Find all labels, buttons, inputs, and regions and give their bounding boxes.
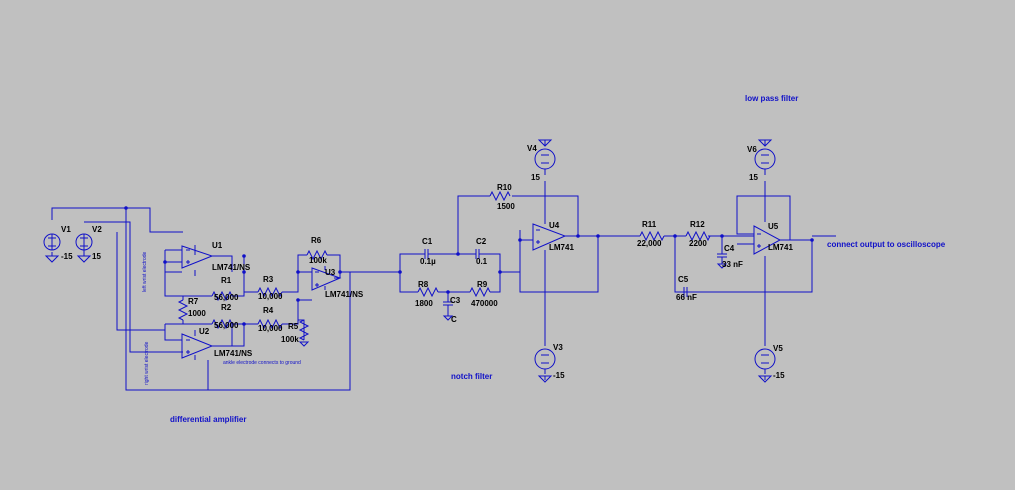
V6-label: V6 xyxy=(747,145,757,154)
resistor-R11[interactable]: R11 22,000 xyxy=(637,220,665,248)
R6-label: R6 xyxy=(311,236,322,245)
R1-label: R1 xyxy=(221,276,232,285)
C5-value: 66 nF xyxy=(676,293,697,302)
R8-value: 1800 xyxy=(415,299,433,308)
C2-label: C2 xyxy=(476,237,487,246)
source-V5[interactable]: V5 -15 xyxy=(754,344,785,383)
resistor-R3[interactable]: R3 10,000 xyxy=(257,275,283,301)
V2-label: V2 xyxy=(92,225,102,234)
left-wrist-note: left wrist electrode xyxy=(142,251,148,292)
U5-label: U5 xyxy=(768,222,779,231)
resistor-R2[interactable]: R2 56,000 xyxy=(211,303,239,330)
C4-label: C4 xyxy=(724,244,735,253)
V4-label: V4 xyxy=(527,144,537,153)
output-note: connect output to oscilloscope xyxy=(827,240,946,249)
V4-value: 15 xyxy=(531,173,540,182)
resistor-R4[interactable]: R4 10,000 xyxy=(257,306,283,333)
differential-amplifier-note: differential amplifier xyxy=(170,415,246,424)
C4-value: 33 nF xyxy=(722,260,743,269)
R9-label: R9 xyxy=(477,280,488,289)
capacitor-C1[interactable]: C1 0.1µ xyxy=(420,237,436,266)
resistor-R7[interactable]: R7 1000 xyxy=(177,297,206,321)
C5-label: C5 xyxy=(678,275,689,284)
V1-value: -15 xyxy=(61,252,73,261)
capacitor-C2[interactable]: C2 0.1 xyxy=(472,237,488,266)
C3-label: C3 xyxy=(450,296,461,305)
low-pass-filter-note: low pass filter xyxy=(745,94,798,103)
right-wrist-note: right wrist electrode xyxy=(144,341,150,385)
R12-label: R12 xyxy=(690,220,705,229)
C3-value: C xyxy=(451,315,457,324)
opamp-U5[interactable]: U5 LM741 xyxy=(753,222,793,255)
R4-label: R4 xyxy=(263,306,274,315)
C1-label: C1 xyxy=(422,237,433,246)
source-V3[interactable]: V3 -15 xyxy=(534,343,565,383)
R3-value: 10,000 xyxy=(258,292,283,301)
R10-label: R10 xyxy=(497,183,512,192)
wires xyxy=(51,140,836,391)
R3-label: R3 xyxy=(263,275,274,284)
source-V4[interactable]: V4 15 xyxy=(527,139,556,182)
C2-value: 0.1 xyxy=(476,257,488,266)
resistor-R10[interactable]: R10 1500 xyxy=(489,183,515,211)
resistor-R8[interactable]: R8 1800 xyxy=(415,280,439,308)
opamp-U2[interactable]: U2 LM741/NS xyxy=(181,327,253,359)
R11-value: 22,000 xyxy=(637,239,662,248)
R7-value: 1000 xyxy=(188,309,206,318)
R10-value: 1500 xyxy=(497,202,515,211)
U2-model: LM741/NS xyxy=(214,349,253,358)
U3-label: U3 xyxy=(325,268,336,277)
R7-label: R7 xyxy=(188,297,199,306)
R2-value: 56,000 xyxy=(214,321,239,330)
R12-value: 2200 xyxy=(689,239,707,248)
R8-label: R8 xyxy=(418,280,429,289)
R1-value: 56,000 xyxy=(214,293,239,302)
source-V6[interactable]: V6 15 xyxy=(747,139,776,182)
opamp-U1[interactable]: U1 LM741/NS xyxy=(181,241,251,272)
R2-label: R2 xyxy=(221,303,232,312)
resistor-R1[interactable]: R1 56,000 xyxy=(211,276,239,302)
capacitor-C3[interactable]: C3 C xyxy=(442,296,461,324)
source-V1[interactable]: V1 -15 xyxy=(43,225,73,263)
resistor-R12[interactable]: R12 2200 xyxy=(685,220,711,248)
R4-value: 10,000 xyxy=(258,324,283,333)
resistor-R9[interactable]: R9 470000 xyxy=(469,280,498,308)
V2-value: 15 xyxy=(92,252,101,261)
opamp-U4[interactable]: U4 LM741 xyxy=(532,221,574,252)
U3-model: LM741/NS xyxy=(325,290,364,299)
V3-label: V3 xyxy=(553,343,563,352)
R5-label: R5 xyxy=(288,322,299,331)
ankle-electrode-note: ankle electrode connects to ground xyxy=(223,360,301,366)
R5-value: 100k xyxy=(281,335,299,344)
U1-model: LM741/NS xyxy=(212,263,251,272)
resistor-R6[interactable]: R6 100k xyxy=(306,236,328,265)
notch-filter-note: notch filter xyxy=(451,372,492,381)
capacitor-C4[interactable]: C4 33 nF xyxy=(716,244,743,269)
junctions xyxy=(124,206,814,326)
source-V2[interactable]: V2 15 xyxy=(75,225,102,263)
V5-label: V5 xyxy=(773,344,783,353)
U4-label: U4 xyxy=(549,221,560,230)
U5-model: LM741 xyxy=(768,243,793,252)
V1-label: V1 xyxy=(61,225,71,234)
R11-label: R11 xyxy=(642,220,657,229)
V3-value: -15 xyxy=(553,371,565,380)
resistor-R5[interactable]: R5 100k xyxy=(281,319,310,347)
opamp-U3[interactable]: U3 LM741/NS xyxy=(311,267,364,299)
C1-value: 0.1µ xyxy=(420,257,436,266)
V5-value: -15 xyxy=(773,371,785,380)
R9-value: 470000 xyxy=(471,299,498,308)
U2-label: U2 xyxy=(199,327,210,336)
capacitor-C5[interactable]: C5 66 nF xyxy=(676,275,697,302)
R6-value: 100k xyxy=(309,256,327,265)
U1-label: U1 xyxy=(212,241,223,250)
U4-model: LM741 xyxy=(549,243,574,252)
V6-value: 15 xyxy=(749,173,758,182)
